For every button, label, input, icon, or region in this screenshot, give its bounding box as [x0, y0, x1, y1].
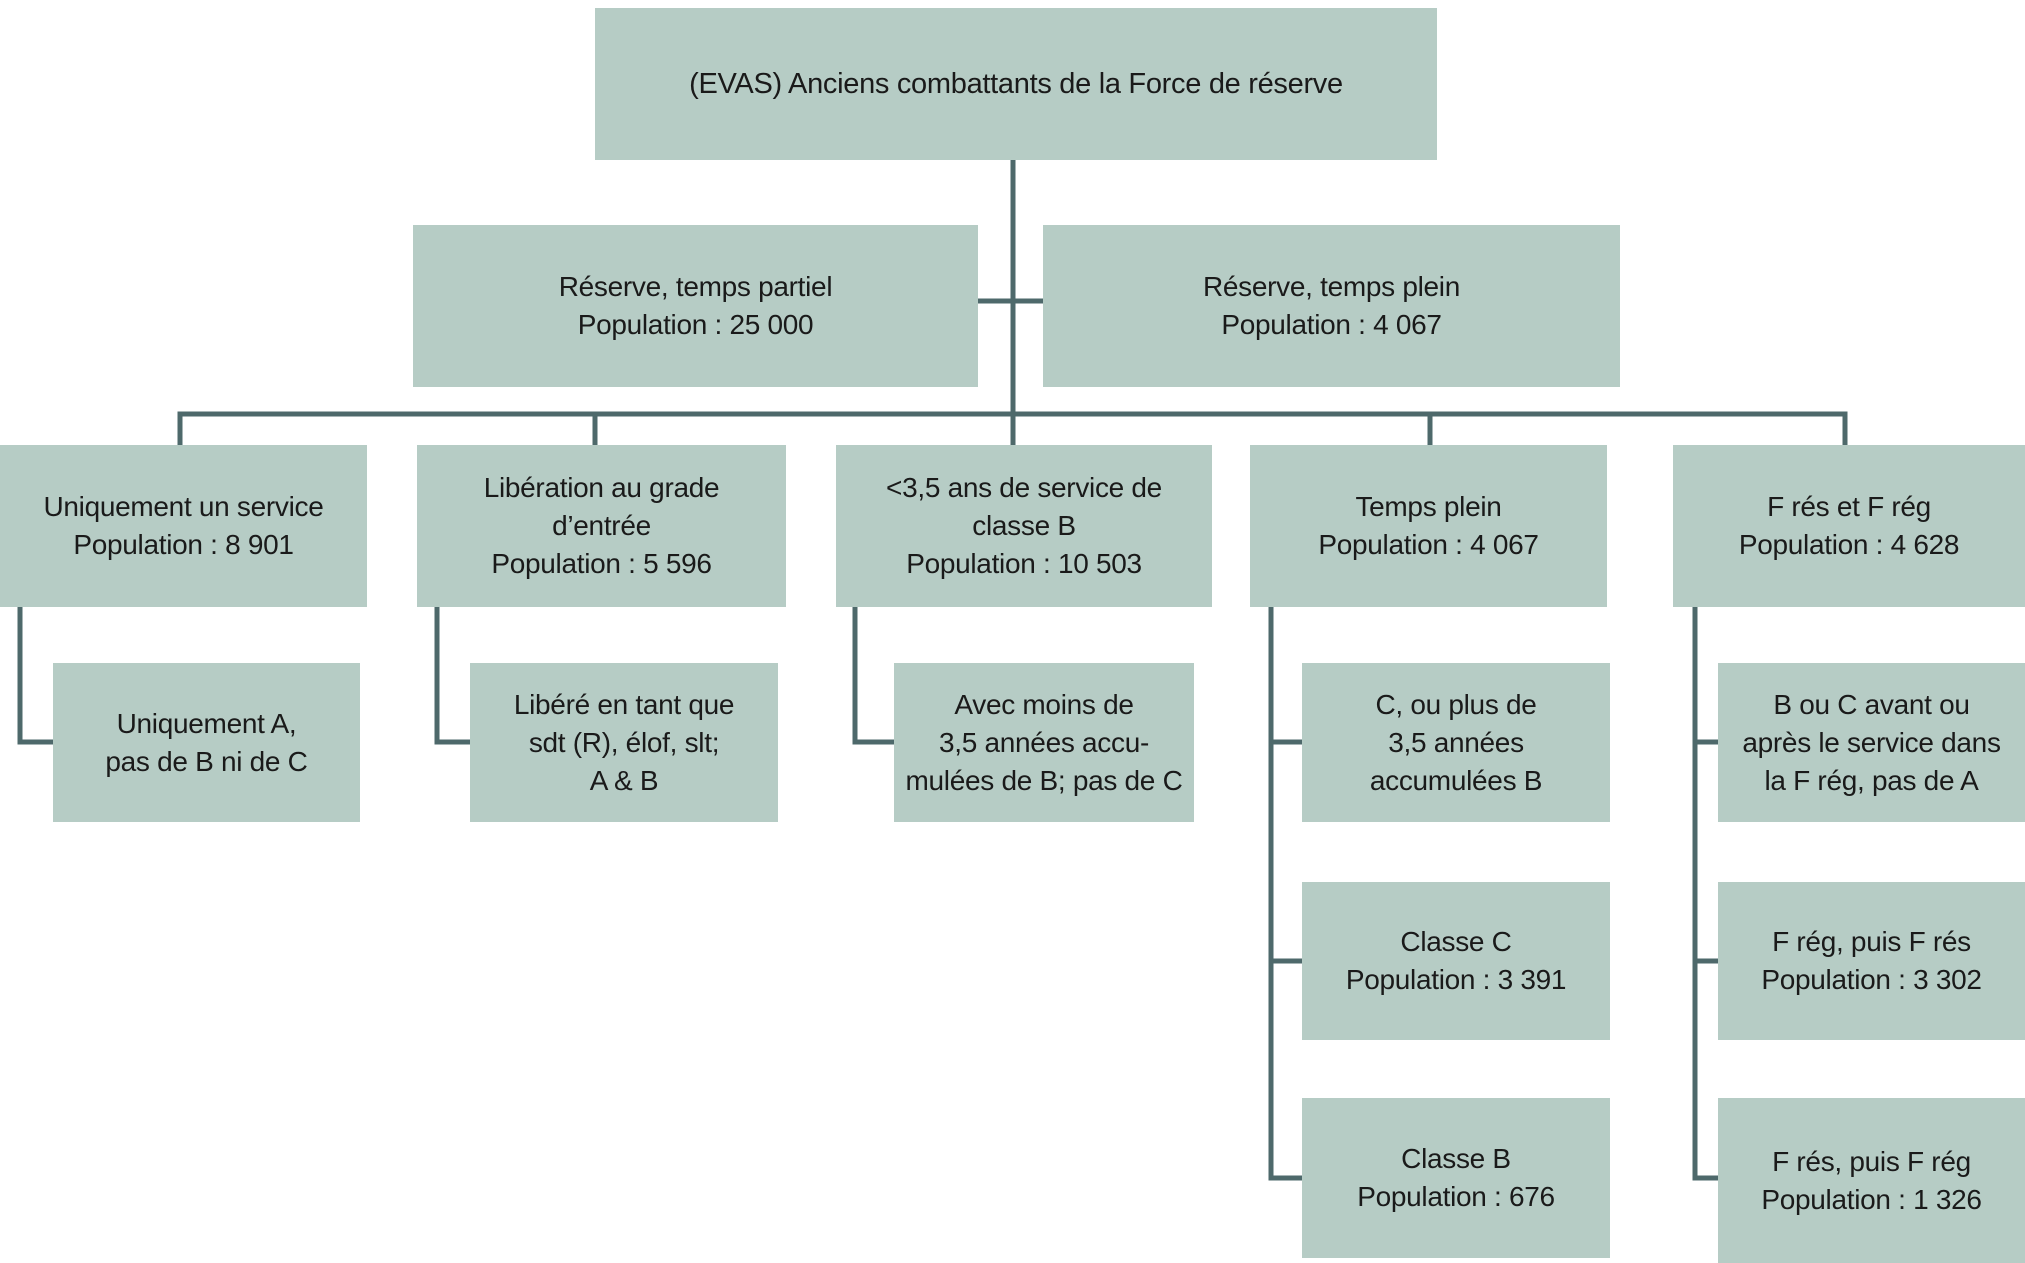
node-reserve-temps-partiel: Réserve, temps partiel Population : 25 0…	[413, 225, 978, 387]
node-text-line: mulées de B; pas de C	[905, 764, 1183, 796]
node-text-line: accumulées B	[1369, 764, 1543, 796]
node-population-line: Population : 3 302	[1761, 964, 1982, 995]
node-b-ou-c-avant-apres: B ou C avant ou après le service dans la…	[1718, 663, 2025, 822]
node-text-line: Avec moins de	[954, 688, 1134, 720]
node-liberation-grade-entree: Libération au grade d’entrée Population …	[417, 445, 786, 607]
node-text-line: la F rég, pas de A	[1764, 764, 1979, 796]
node-text-line: après le service dans	[1742, 726, 2001, 758]
node-fres-et-freg: F rés et F rég Population : 4 628	[1673, 445, 2025, 607]
node-freg-puis-fres: F rég, puis F rés Population : 3 302	[1718, 882, 2025, 1040]
node-moins-35-ans-classe-b: <3,5 ans de service de classe B Populati…	[836, 445, 1212, 607]
node-population-line: Population : 4 628	[1738, 529, 1960, 560]
node-reserve-temps-plein: Réserve, temps plein Population : 4 067	[1043, 225, 1620, 387]
node-population-line: Population : 4 067	[1318, 529, 1539, 560]
node-text-line: C, ou plus de	[1375, 688, 1537, 720]
node-population-line: Population : 5 596	[491, 548, 712, 579]
node-text-line: Libéré en tant que	[513, 688, 735, 720]
node-text-line: F rés et F rég	[1767, 491, 1931, 522]
node-text-line: A & B	[589, 764, 659, 796]
node-text-line: Réserve, temps plein	[1202, 271, 1460, 302]
node-population-line: Population : 1 326	[1761, 1183, 1982, 1215]
node-fres-puis-freg: F rés, puis F rég Population : 1 326	[1718, 1098, 2025, 1263]
node-root: (EVAS) Anciens combattants de la Force d…	[595, 8, 1437, 160]
node-c-ou-plus-35: C, ou plus de 3,5 années accumulées B	[1302, 663, 1610, 822]
node-text-line: Classe B	[1401, 1143, 1511, 1174]
node-classe-b: Classe B Population : 676	[1302, 1098, 1610, 1258]
node-population-line: Population : 3 391	[1345, 964, 1567, 995]
node-uniquement-un-service: Uniquement un service Population : 8 901	[0, 445, 367, 607]
node-text-line: <3,5 ans de service de	[886, 472, 1162, 503]
node-text-line: B ou C avant ou	[1773, 688, 1970, 720]
node-text-line: (EVAS) Anciens combattants de la Force d…	[689, 68, 1343, 100]
distribution-rail	[177, 411, 1848, 447]
column-e-trunk	[1692, 607, 1718, 1181]
node-text-line: Uniquement un service	[43, 491, 324, 522]
node-text-line: Réserve, temps partiel	[558, 271, 833, 302]
node-text-line: Classe C	[1400, 926, 1512, 957]
node-population-line: Population : 4 067	[1221, 309, 1442, 340]
node-classe-c: Classe C Population : 3 391	[1302, 882, 1610, 1040]
column-b-elbow	[434, 607, 470, 745]
column-d-trunk	[1268, 607, 1302, 1181]
node-text-line: F rés, puis F rég	[1772, 1145, 1971, 1177]
node-text-line: Temps plein	[1355, 491, 1502, 522]
node-population-line: Population : 10 503	[906, 548, 1142, 579]
node-text-line: classe B	[972, 510, 1076, 541]
node-population-line: Population : 8 901	[73, 529, 294, 560]
node-text-line: 3,5 années	[1388, 726, 1524, 758]
column-a-elbow	[17, 607, 53, 745]
column-c-elbow	[852, 607, 894, 745]
node-temps-plein: Temps plein Population : 4 067	[1250, 445, 1607, 607]
node-text-line: d’entrée	[552, 510, 651, 541]
node-avec-moins-35-annees: Avec moins de 3,5 années accu- mulées de…	[894, 663, 1194, 822]
node-uniquement-a: Uniquement A, pas de B ni de C	[53, 663, 360, 822]
node-text-line: Libération au grade	[483, 472, 720, 503]
node-text-line: 3,5 années accu-	[938, 726, 1149, 758]
node-libere-en-tant-que: Libéré en tant que sdt (R), élof, slt; A…	[470, 663, 778, 822]
node-text-line: pas de B ni de C	[105, 745, 308, 777]
node-text-line: F rég, puis F rés	[1772, 926, 1971, 957]
node-text-line: sdt (R), élof, slt;	[528, 726, 720, 758]
node-population-line: Population : 25 000	[577, 309, 814, 340]
node-text-line: Uniquement A,	[116, 707, 297, 739]
node-population-line: Population : 676	[1357, 1181, 1555, 1212]
